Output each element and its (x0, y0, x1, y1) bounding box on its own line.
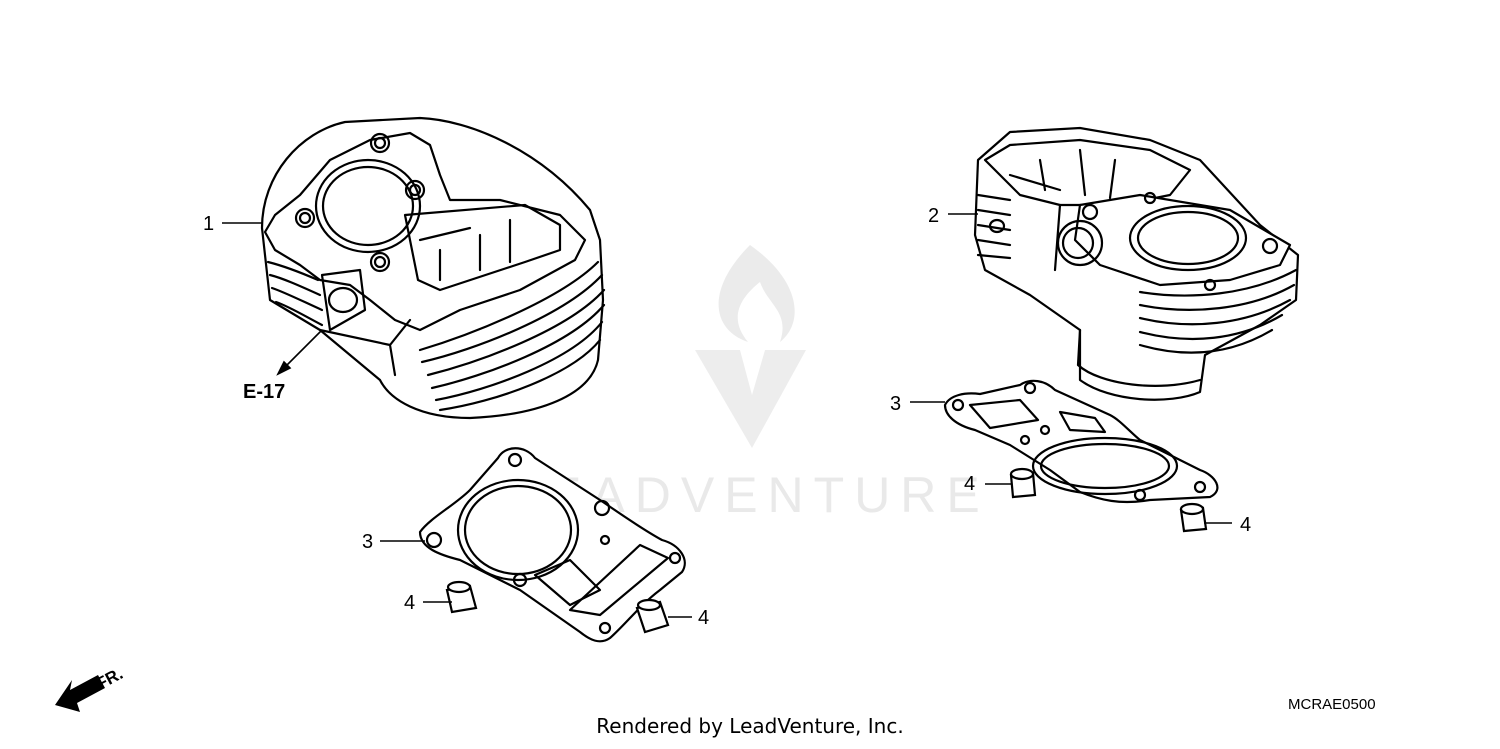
callout-part-3-left[interactable]: 3 (362, 531, 373, 553)
callout-part-4-left-b[interactable]: 4 (698, 607, 709, 629)
diagram-code: MCRAE0500 (1288, 696, 1376, 713)
callout-part-2[interactable]: 2 (928, 205, 939, 227)
dowel-pin-left-a (445, 580, 478, 614)
reference-e17[interactable]: E-17 (243, 381, 285, 403)
callout-part-1[interactable]: 1 (203, 213, 214, 235)
front-indicator: FR. (55, 664, 126, 712)
callout-part-3-right[interactable]: 3 (890, 393, 901, 415)
cylinder-front-drawing (260, 116, 606, 420)
cylinder-rear-drawing (973, 126, 1300, 401)
gasket-left-drawing (418, 447, 686, 643)
leader-lines (222, 213, 1232, 618)
watermark-v-icon (695, 350, 806, 448)
callout-part-4-right-b[interactable]: 4 (1240, 514, 1251, 536)
footer-credit: Rendered by LeadVenture, Inc. (596, 714, 904, 738)
dowel-pin-right-b (1179, 502, 1208, 533)
callout-part-4-right-a[interactable]: 4 (964, 473, 975, 495)
callout-part-4-left-a[interactable]: 4 (404, 592, 415, 614)
watermark-flame-icon (718, 245, 795, 342)
dowel-pin-left-b (635, 598, 670, 634)
front-arrow-icon (55, 675, 105, 712)
dowel-pin-right-a (1009, 467, 1037, 499)
gasket-right-drawing (943, 379, 1219, 504)
dowel-pins-drawing (445, 467, 1208, 634)
